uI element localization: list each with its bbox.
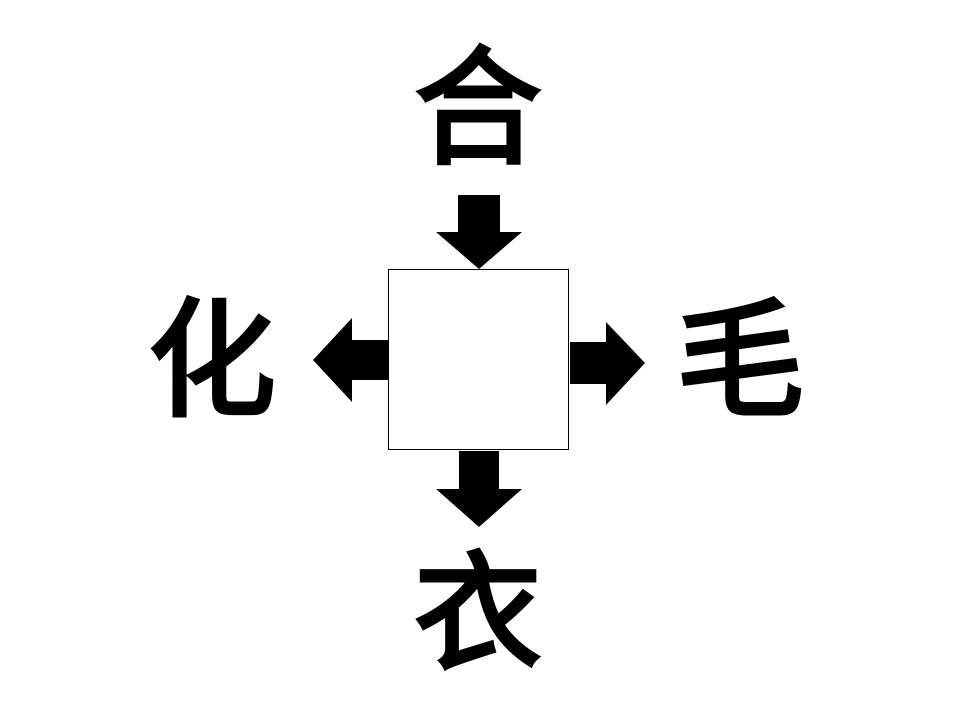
kanji-top: 合 <box>413 35 542 184</box>
kanji-bottom: 衣 <box>413 540 542 689</box>
arrow-left-out-of-box-icon <box>313 318 388 402</box>
arrow-right-out-of-box-icon <box>570 322 645 405</box>
kanji-left: 化 <box>147 287 276 436</box>
answer-box[interactable] <box>388 269 569 450</box>
kanji-right: 毛 <box>675 287 804 436</box>
arrow-down-into-box-icon <box>436 195 522 269</box>
arrow-down-out-of-box-icon <box>436 451 522 527</box>
